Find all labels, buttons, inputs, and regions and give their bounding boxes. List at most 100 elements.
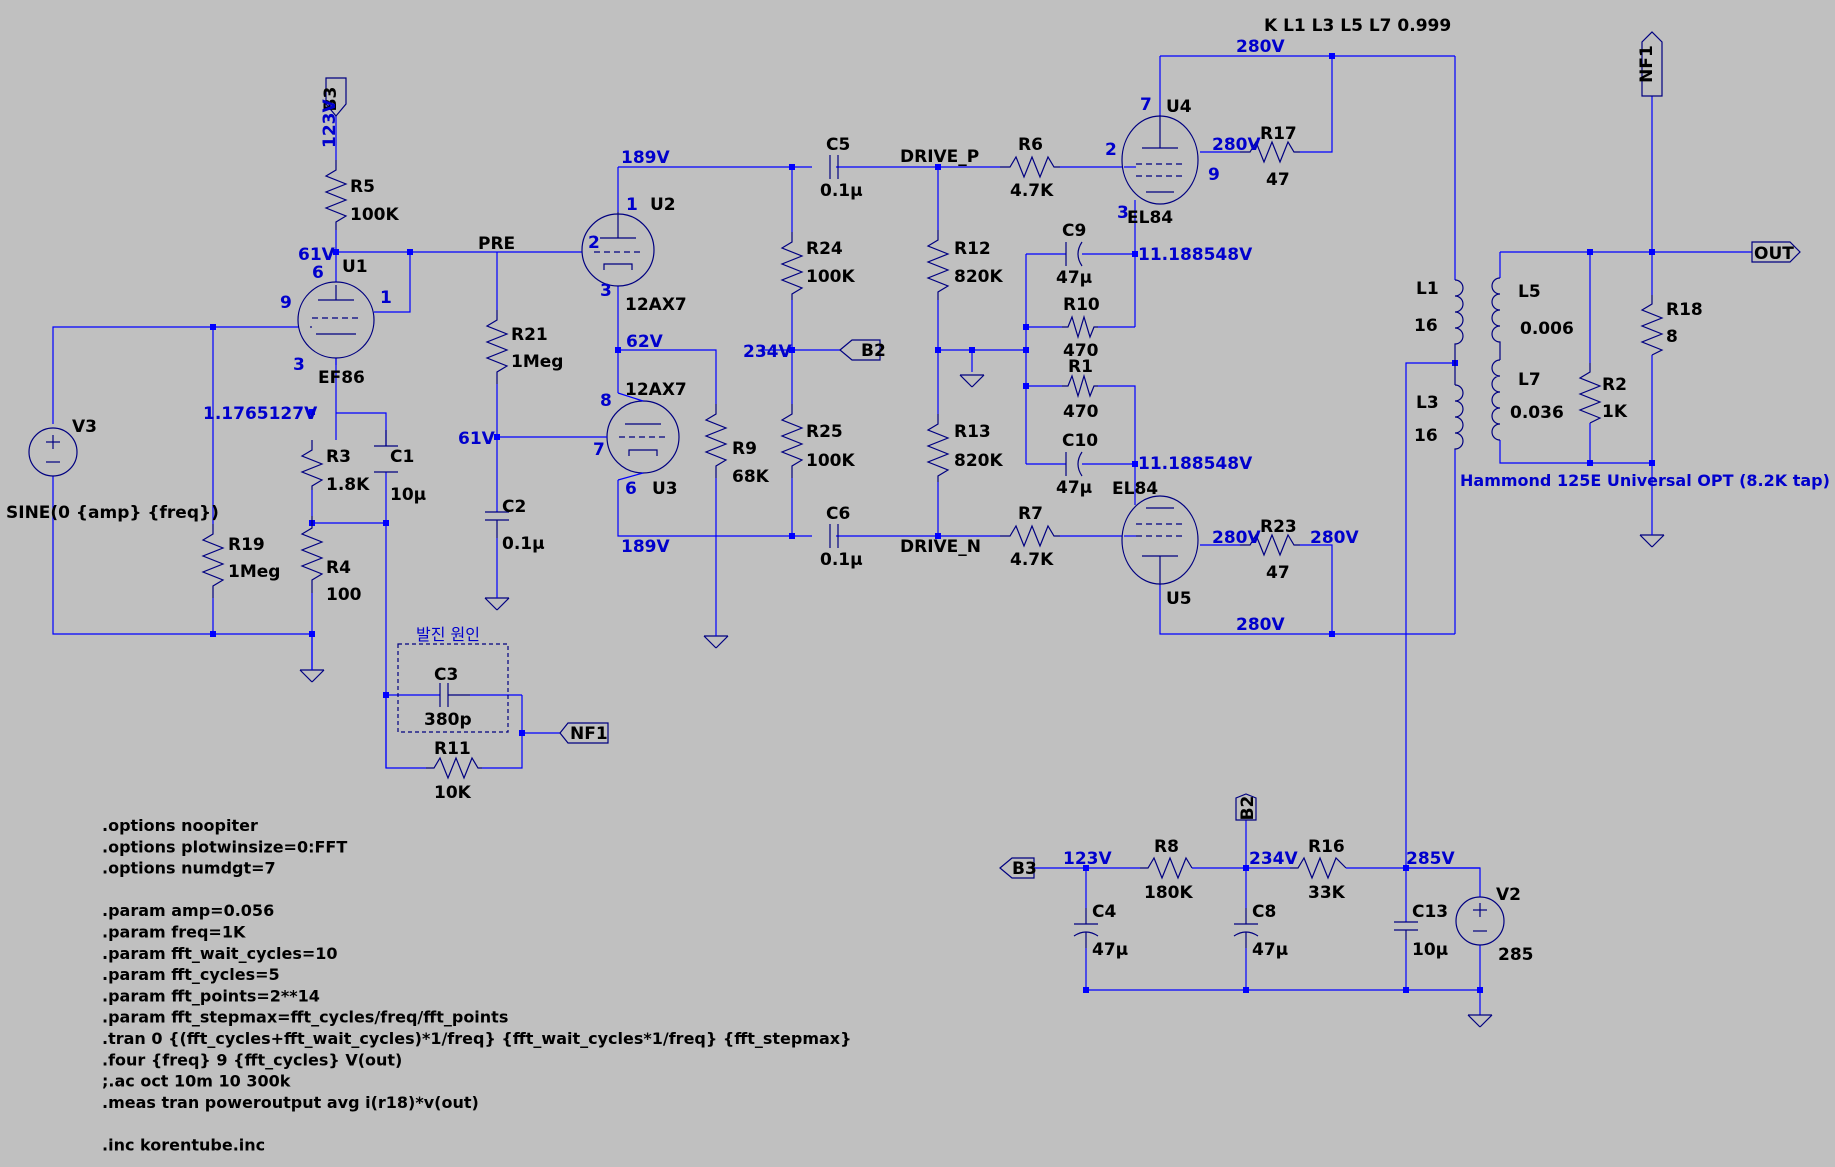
component-name: C13 xyxy=(1412,902,1448,922)
b2-flag xyxy=(839,339,881,361)
component-value: 47 xyxy=(1266,563,1290,583)
tube-model: 12AX7 xyxy=(625,295,687,315)
component-name: R10 xyxy=(1063,295,1100,315)
l7-symbol xyxy=(1491,359,1501,441)
component-name: R23 xyxy=(1260,517,1297,537)
component-value: 180K xyxy=(1144,883,1193,903)
directive-line: .param amp=0.056 xyxy=(102,901,274,920)
component-name: C6 xyxy=(826,504,850,524)
net-drive-n: DRIVE_N xyxy=(900,537,981,557)
pin-number: 9 xyxy=(1208,165,1220,185)
component-name: R2 xyxy=(1602,375,1627,395)
component-value: 10µ xyxy=(1412,940,1448,960)
spice-directives: .options noopiter.options plotwinsize=0:… xyxy=(102,816,852,1155)
voltage-label: 285V xyxy=(1406,849,1455,869)
directive-line: .param fft_stepmax=fft_cycles/freq/fft_p… xyxy=(102,1008,508,1027)
component-name: L3 xyxy=(1416,393,1439,413)
directive-line: .options noopiter xyxy=(102,816,258,835)
component-value: 100K xyxy=(806,267,855,287)
tube-name: U3 xyxy=(652,479,678,499)
b3-flag-ps-text: B3 xyxy=(1012,859,1037,879)
component-value: 47µ xyxy=(1056,268,1092,288)
pin-number: 9 xyxy=(280,293,292,313)
out-flag xyxy=(1751,241,1801,263)
voltage-label: 11.188548V xyxy=(1138,245,1253,265)
component-value: 100K xyxy=(350,205,399,225)
component-value: 470 xyxy=(1063,402,1099,422)
tube-model: 12AX7 xyxy=(625,380,687,400)
directive-line: .meas tran poweroutput avg i(r18)*v(out) xyxy=(102,1093,479,1112)
voltage-label: 234V xyxy=(1249,849,1298,869)
component-name: L7 xyxy=(1518,370,1541,390)
voltage-label: 61V xyxy=(298,245,336,265)
component-value: 100 xyxy=(326,585,362,605)
component-name: V2 xyxy=(1496,885,1521,905)
r25-symbol xyxy=(780,404,804,478)
component-value: 100K xyxy=(806,451,855,471)
pin-number: 7 xyxy=(593,440,605,460)
r16-symbol xyxy=(1290,856,1347,880)
voltage-label: 1.1765127V xyxy=(203,404,318,424)
wires xyxy=(52,55,1752,1015)
b2-flag-text: B2 xyxy=(861,341,886,361)
directive-line: .tran 0 {(fft_cycles+fft_wait_cycles)*1/… xyxy=(102,1029,852,1048)
r12-symbol xyxy=(926,230,950,300)
r1-symbol xyxy=(1062,373,1098,399)
component-name: R18 xyxy=(1666,300,1703,320)
voltage-label: 280V xyxy=(1236,615,1285,635)
component-value: 10µ xyxy=(390,485,426,505)
component-name: R5 xyxy=(350,177,375,197)
labels: B3 B2 NF1 NF1 OUT B3 B2 PRE DRIVE_P DRIV… xyxy=(6,16,1830,1155)
component-name: R3 xyxy=(326,447,351,467)
component-name: R16 xyxy=(1308,837,1345,857)
component-name: L5 xyxy=(1518,282,1541,302)
c2-symbol xyxy=(485,511,509,538)
voltage-label: 280V xyxy=(1212,528,1261,548)
voltage-label: 189V xyxy=(621,537,670,557)
voltage-label: 61V xyxy=(458,429,496,449)
l3-symbol xyxy=(1454,384,1464,450)
b3-flag-text: B3 xyxy=(321,87,341,112)
pin-number: 3 xyxy=(293,355,305,375)
nf1-flag-text: NF1 xyxy=(570,724,608,744)
component-name: C1 xyxy=(390,447,414,467)
component-value: 0.1µ xyxy=(820,181,863,201)
voltage-label: 11.188548V xyxy=(1138,454,1253,474)
c4-symbol xyxy=(1073,908,1099,948)
u2-tube-symbol xyxy=(581,212,655,287)
b2-flag-ps-text: B2 xyxy=(1238,796,1258,821)
pin-number: 8 xyxy=(600,391,612,411)
r13-symbol xyxy=(926,414,950,482)
c6-symbol xyxy=(829,524,839,548)
component-value: 0.036 xyxy=(1510,403,1564,423)
directive-line: .param fft_wait_cycles=10 xyxy=(102,944,338,963)
component-name: R25 xyxy=(806,422,843,442)
tube-name: U1 xyxy=(342,257,368,277)
r23-symbol xyxy=(1240,533,1300,557)
component-value: 0.1µ xyxy=(502,534,545,554)
component-name: L1 xyxy=(1416,279,1439,299)
component-name: C4 xyxy=(1092,902,1116,922)
tube-model: EL84 xyxy=(1112,479,1158,499)
component-name: R13 xyxy=(954,422,991,442)
component-name: R4 xyxy=(326,558,351,578)
r5-symbol xyxy=(324,160,348,230)
voltage-label: 123V xyxy=(320,99,340,148)
r18-symbol xyxy=(1640,295,1664,356)
component-name: R8 xyxy=(1154,837,1179,857)
pin-number: 3 xyxy=(1117,203,1129,223)
c1-symbol xyxy=(374,430,398,473)
component-value: 33K xyxy=(1308,883,1346,903)
r4-symbol xyxy=(300,516,324,593)
voltage-label: 280V xyxy=(1310,528,1359,548)
component-name: C5 xyxy=(826,135,850,155)
pin-number: 1 xyxy=(380,288,392,308)
c10-symbol xyxy=(1065,451,1083,477)
component-value: 470 xyxy=(1063,341,1099,361)
component-value: 0.1µ xyxy=(820,550,863,570)
component-value: 1K xyxy=(1602,402,1628,422)
directive-line: .inc korentube.inc xyxy=(102,1136,265,1155)
r24-symbol xyxy=(780,232,804,300)
component-value: 47µ xyxy=(1252,940,1288,960)
directive-line: .param fft_cycles=5 xyxy=(102,965,280,984)
